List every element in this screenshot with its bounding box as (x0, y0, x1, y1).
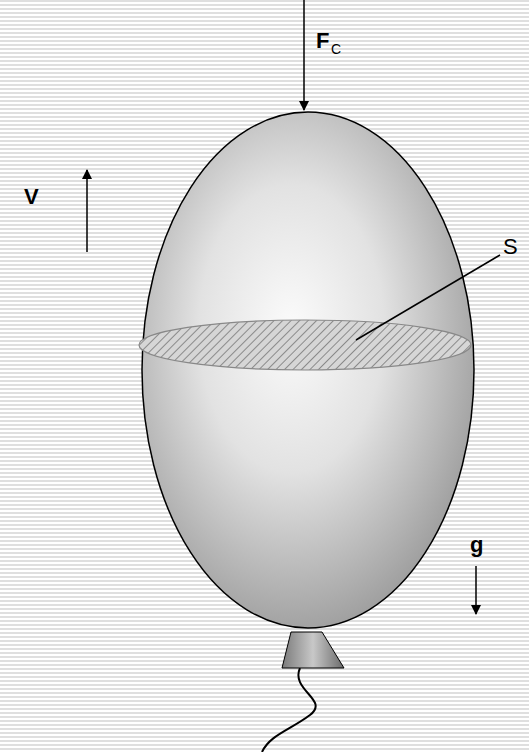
gravity-arrow (475, 566, 477, 614)
subscript: C (331, 42, 341, 56)
area-symbol: S (503, 236, 518, 258)
leader-line (356, 255, 500, 340)
gravity-symbol: g (470, 534, 483, 556)
velocity-symbol: V (24, 186, 39, 208)
force-symbol: F (316, 30, 329, 52)
cross-section (139, 320, 471, 370)
velocity-arrow (86, 170, 88, 252)
balloon-string (262, 668, 316, 752)
force-arrow (303, 0, 305, 110)
balloon-knot (282, 632, 344, 668)
